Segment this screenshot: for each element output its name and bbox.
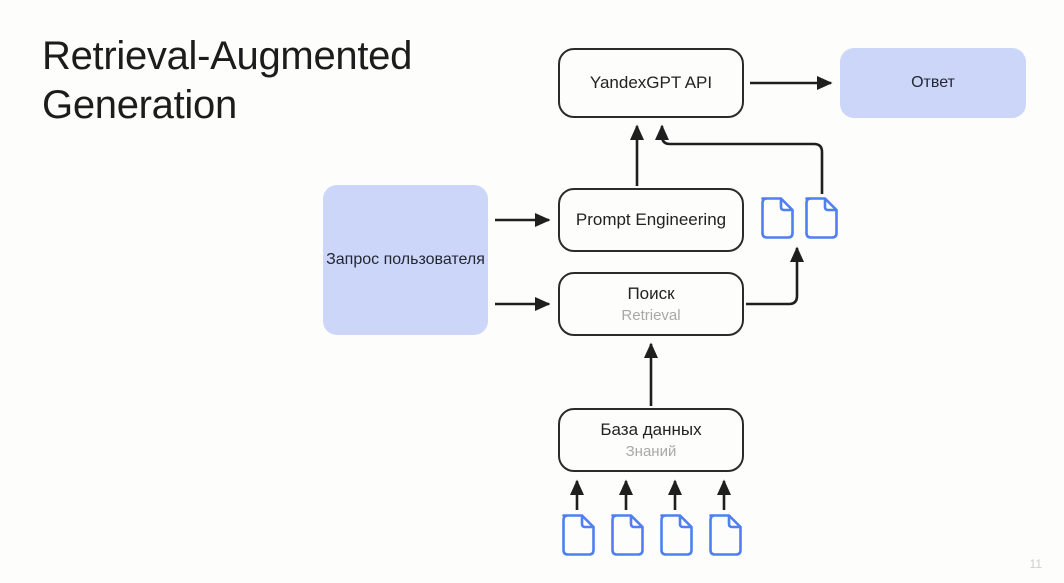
node-yandexgpt-api[interactable]: YandexGPT API (558, 48, 744, 118)
node-search-sublabel: Retrieval (621, 306, 681, 324)
document-icon (611, 514, 644, 556)
page-title-line-2: Generation (42, 82, 237, 127)
node-knowledge-database[interactable]: База данных Знаний (558, 408, 744, 472)
node-knowledge-database-sublabel: Знаний (625, 442, 677, 460)
arrow-docs-to-yandexgpt (654, 124, 824, 194)
document-icon (660, 514, 693, 556)
node-user-query-label: Запрос пользователя (326, 251, 485, 269)
document-icon (562, 514, 595, 556)
node-answer-label: Ответ (911, 74, 955, 91)
node-answer[interactable]: Ответ (840, 48, 1026, 118)
document-icon (709, 514, 742, 556)
node-user-query[interactable]: Запрос пользователя (323, 185, 488, 335)
node-knowledge-database-label: База данных (600, 419, 702, 439)
document-icon (761, 197, 794, 239)
node-search[interactable]: Поиск Retrieval (558, 272, 744, 336)
node-prompt-engineering[interactable]: Prompt Engineering (558, 188, 744, 252)
node-search-label: Поиск (627, 283, 675, 303)
document-icon (805, 197, 838, 239)
node-prompt-engineering-label: Prompt Engineering (575, 210, 727, 230)
page-title: Retrieval-Augmented Generation (42, 32, 512, 130)
page-number: 11 (1029, 557, 1042, 571)
node-yandexgpt-api-label: YandexGPT API (589, 73, 713, 93)
arrow-search-to-docs (746, 246, 805, 306)
page-title-line-1: Retrieval-Augmented (42, 34, 413, 78)
